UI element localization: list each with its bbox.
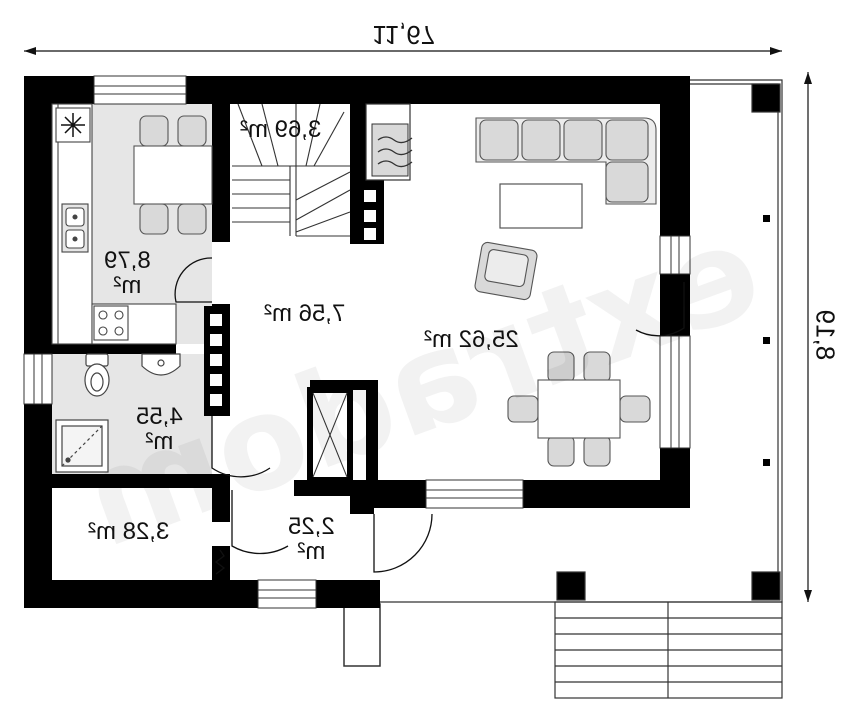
duct-shaft (307, 387, 353, 483)
dining-set (507, 351, 651, 467)
kitchen-dining-set (133, 115, 213, 235)
kitchen-counter (51, 103, 177, 345)
staircase (232, 103, 351, 237)
window (425, 479, 524, 509)
door-swing (373, 513, 433, 573)
terrace-column (751, 83, 781, 113)
ventilation-chimney (204, 180, 384, 416)
terrace-column (556, 571, 586, 601)
sofa (475, 117, 657, 205)
depth-dimension-line (804, 72, 812, 602)
entrance-steps (554, 601, 783, 699)
window (257, 579, 317, 609)
window (659, 235, 691, 275)
doors (174, 257, 685, 575)
width-dimension-line (24, 47, 782, 55)
window (93, 75, 187, 105)
radiator-mark (214, 549, 226, 575)
terrace-column (751, 571, 781, 601)
armchair (474, 241, 538, 301)
shower-icon (55, 419, 109, 473)
sink-icon (61, 203, 89, 253)
fireplace-icon (365, 103, 413, 181)
stove-icon (93, 305, 129, 341)
washbasin-icon (141, 353, 181, 376)
window (23, 353, 53, 405)
door-swing (211, 416, 271, 478)
windows (23, 75, 691, 609)
outside-step (343, 603, 381, 667)
door-swing (174, 257, 213, 303)
coffee-table (499, 183, 583, 229)
exterior-walls (24, 76, 690, 608)
door-swing (231, 490, 289, 555)
toilet-icon (84, 353, 110, 397)
door-swing (635, 282, 685, 337)
window (659, 335, 691, 449)
